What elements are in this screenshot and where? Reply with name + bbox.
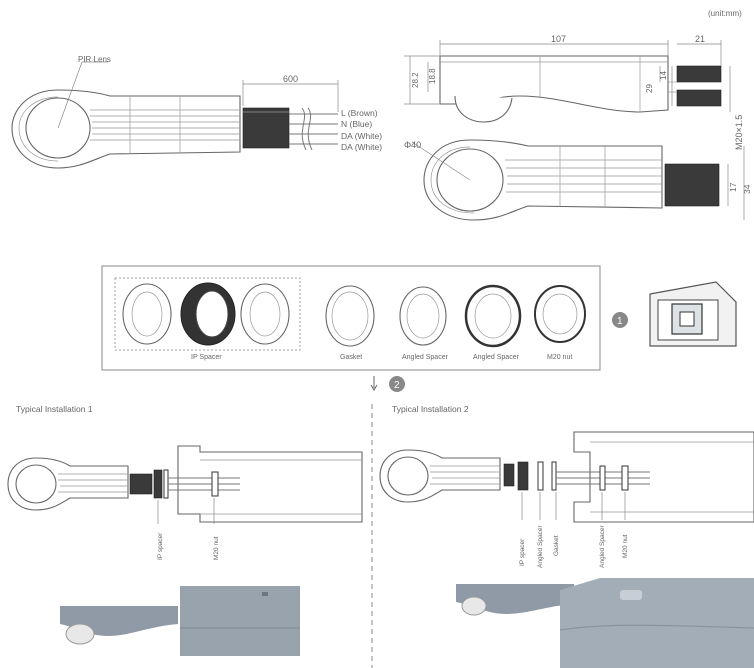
part-label-m20-nut: M20 nut [547,354,572,361]
cable-length-label: 600 [283,74,298,84]
dim-thread-spec: M20×1.5 [734,115,744,150]
install-2-label-angled-spacer-2: Angled Spacer [599,525,606,568]
angled-spacer-part-1 [399,286,447,346]
step-arrow-head [370,384,378,391]
angled-spacer-part-2 [464,284,522,348]
install-2-photo [456,578,754,668]
dim-height-3: 14 [659,71,668,80]
dim-length: 107 [551,34,566,44]
part-label-angled-spacer-1: Angled Spacer [402,354,449,361]
dim-height-2: 18.8 [428,68,437,84]
dim-height-4: 29 [645,84,654,93]
step-2-number: 2 [394,380,400,391]
install-2-drawing [379,431,754,523]
install-2-label-m20-nut: M20 nut [622,534,629,558]
part-label-gasket: Gasket [340,354,362,361]
install-1-photo [60,586,300,656]
install-1-label-m20-nut: M20 nut [213,536,220,560]
dim-width: 17 [728,182,738,192]
dim-thread-length: 21 [695,34,705,44]
m20-nut-part [534,285,586,343]
install-2-label-ip-spacer: IP spacer [519,538,526,566]
ip-spacer-group [114,277,301,351]
dim-height-1: 28.2 [411,72,420,88]
pir-lens-label: PIR Lens [78,55,111,64]
step-1-badge [612,312,628,328]
step-1-number: 1 [617,316,623,327]
install-2-title: Typical Installation 2 [392,404,469,414]
wire-label-3: DA (White) [341,131,382,141]
part-label-angled-spacer-2: Angled Spacer [473,354,520,361]
sensor-mounted-photo [649,281,737,347]
step-2-badge [389,376,405,392]
unit-note: (unit:mm) [708,9,742,18]
sensor-side-view [404,40,731,123]
dim-diameter: Φ40 [404,140,421,150]
install-1-drawing [7,445,363,524]
sensor-bottom-view [411,139,745,221]
wire-label-4: DA (White) [341,142,382,152]
wire-label-1: L (Brown) [341,108,378,118]
wire-label-2: N (Blue) [341,119,372,129]
gasket-part [325,285,375,347]
install-1-label-ip-spacer: IP spacer [157,532,164,560]
dim-depth: 34 [742,184,752,194]
part-label-ip-spacer: IP Spacer [191,354,222,361]
ip-spacer-parts [122,282,290,346]
sensor-top-view [11,61,339,169]
install-1-title: Typical Installation 1 [16,404,93,414]
install-2-label-gasket: Gasket [553,535,560,556]
install-2-label-angled-spacer-1: Angled Spacer [537,525,544,568]
